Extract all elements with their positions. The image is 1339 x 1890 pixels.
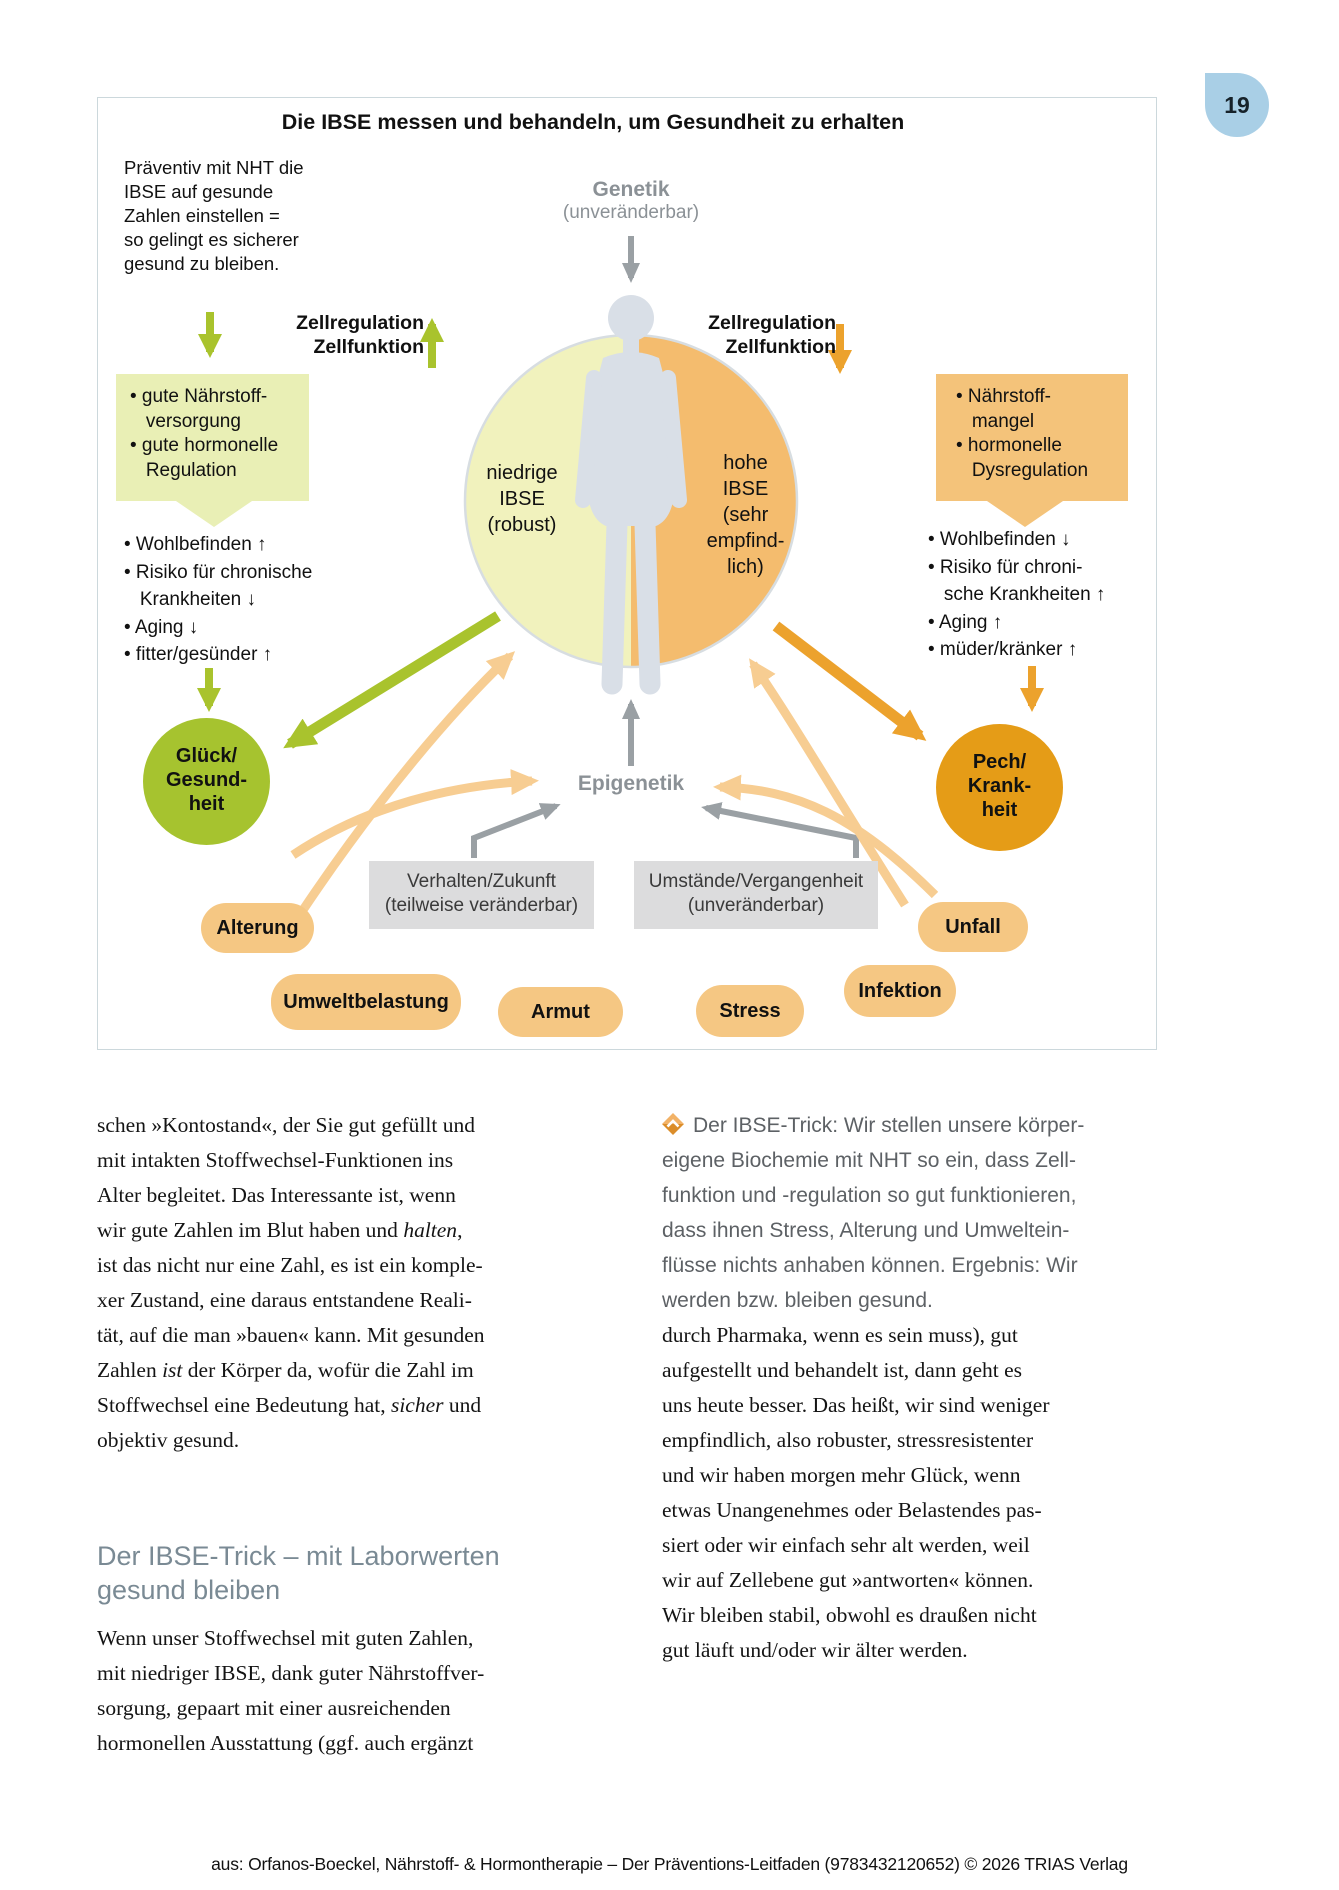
green-box-pointer — [176, 501, 252, 527]
tip-text: Der IBSE-Trick: Wir stellen unsere körpe… — [662, 1114, 1085, 1312]
influence-arrows — [290, 651, 939, 913]
epigenetik-label: Epigenetik — [577, 772, 685, 795]
diagram-title: Die IBSE messen und behandeln, um Gesund… — [281, 110, 905, 134]
pill-alterung: Alterung — [201, 903, 314, 953]
ibse-diagram-panel: Die IBSE messen und behandeln, um Gesund… — [97, 97, 1157, 1050]
right-effects-list: • Wohlbefinden ↓• Risiko für chroni- sch… — [928, 529, 1106, 660]
pill-stress: Stress — [696, 985, 804, 1037]
paragraph-continuation: schen »Kontostand«, der Sie gut gefüllt … — [97, 1113, 485, 1452]
pill-infektion: Infektion — [844, 965, 956, 1017]
diagram-graphics — [176, 236, 1063, 913]
behavior-box-arrow — [471, 803, 561, 858]
pech-krankheit-circle: Pech/Krank-heit — [936, 724, 1063, 851]
page-number-badge: 19 — [1205, 73, 1269, 137]
genetik-title: Genetik — [592, 178, 670, 201]
circle-to-pech-arrow — [772, 621, 927, 741]
human-silhouette-icon — [575, 295, 687, 695]
deficiency-box: • Nährstoff- mangel• hormonelle Dysregul… — [936, 374, 1128, 501]
left-effects-list: • Wohlbefinden ↑• Risiko für chronische … — [124, 534, 313, 665]
tip-box: Der IBSE-Trick: Wir stellen unsere körpe… — [662, 1108, 1114, 1318]
pill-umweltbelastung: Umweltbelastung — [271, 974, 461, 1030]
genetik-subtitle: (unveränderbar) — [562, 202, 700, 223]
pill-unfall: Unfall — [918, 902, 1028, 952]
article-column-right: Der IBSE-Trick: Wir stellen unsere körpe… — [662, 1108, 1114, 1668]
pill-armut: Armut — [498, 987, 623, 1037]
circumstance-box: Umstände/Vergangenheit(unveränderbar) — [634, 861, 878, 929]
circumstance-box-arrow — [701, 802, 859, 858]
paragraph-ibse-trick: Wenn unser Stoffwechsel mit guten Zahlen… — [97, 1626, 485, 1755]
tip-diamond-icon — [662, 1111, 684, 1135]
glueck-gesundheit-circle: Glück/Gesund-heit — [143, 718, 270, 845]
orange-box-pointer — [987, 501, 1063, 527]
behavior-box: Verhalten/Zukunft(teilweise veränderbar) — [369, 861, 594, 929]
source-footer: aus: Orfanos-Boeckel, Nährstoff- & Hormo… — [211, 1854, 1128, 1874]
genetik-label: Genetik (unveränderbar) — [491, 178, 771, 224]
article-column-left: schen »Kontostand«, der Sie gut gefüllt … — [97, 1108, 543, 1761]
circle-to-glueck-arrow — [283, 611, 501, 749]
good-supply-box: • gute Nährstoff- versorgung• gute hormo… — [116, 374, 309, 501]
